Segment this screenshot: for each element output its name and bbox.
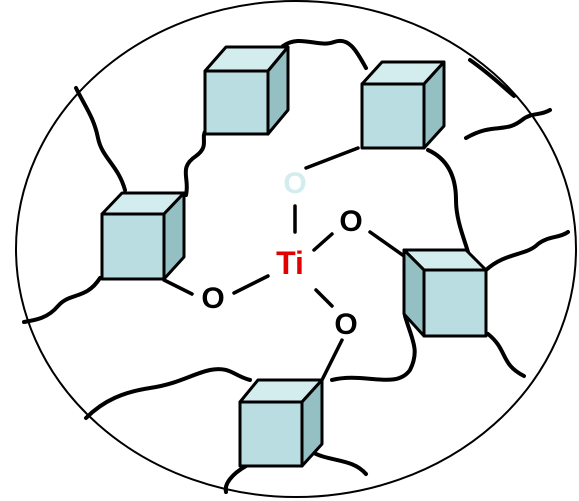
bond-ti-o-left <box>232 274 270 295</box>
chain-cube5-bottom <box>223 464 248 494</box>
chain-left-upper <box>74 86 127 192</box>
cube-5-front <box>238 400 304 468</box>
cube-2-front <box>100 212 166 281</box>
chain-cube2-to-cube1 <box>183 128 208 197</box>
chain-cube3-right <box>464 108 552 140</box>
chain-bottom-left <box>84 367 252 420</box>
chain-cube3-to-cube4 <box>426 148 470 254</box>
oxygen-atom-right: O <box>339 205 362 238</box>
oxygen-atom-top: O <box>283 167 306 200</box>
bond-o-bottom-cube5 <box>320 338 344 382</box>
cube-1-front <box>203 69 270 136</box>
bond-o-top-cube3 <box>304 146 360 170</box>
polymer-chains <box>22 38 570 494</box>
cube-3-front <box>360 82 426 150</box>
cube-2 <box>100 191 186 281</box>
enclosing-ellipse <box>15 0 577 498</box>
oxygen-atom-left: O <box>201 282 224 315</box>
chain-left-lower <box>22 276 102 324</box>
chain-cube1-to-cube3 <box>281 38 368 70</box>
atom-labels: O O O O Ti <box>197 166 367 341</box>
bond-ti-o-right <box>312 232 334 252</box>
bonds <box>162 146 406 382</box>
chain-cube5-bottom-right <box>310 450 368 476</box>
cube-5 <box>238 378 324 468</box>
cube-4 <box>402 248 488 338</box>
cube-4-front <box>422 268 488 338</box>
titanium-atom: Ti <box>276 245 304 281</box>
oxygen-atom-bottom: O <box>334 308 357 341</box>
chain-right-upper <box>468 58 516 98</box>
cube-3 <box>360 60 446 150</box>
bond-ti-o-bottom <box>314 288 334 308</box>
bond-o-left-cube2 <box>162 278 194 296</box>
bond-o-right-cube4 <box>368 230 406 258</box>
chain-cube4-to-cube5 <box>330 314 417 382</box>
cube-1 <box>203 45 290 136</box>
chain-cube4-right <box>484 230 570 272</box>
chain-cube4-lower-right <box>486 332 526 378</box>
